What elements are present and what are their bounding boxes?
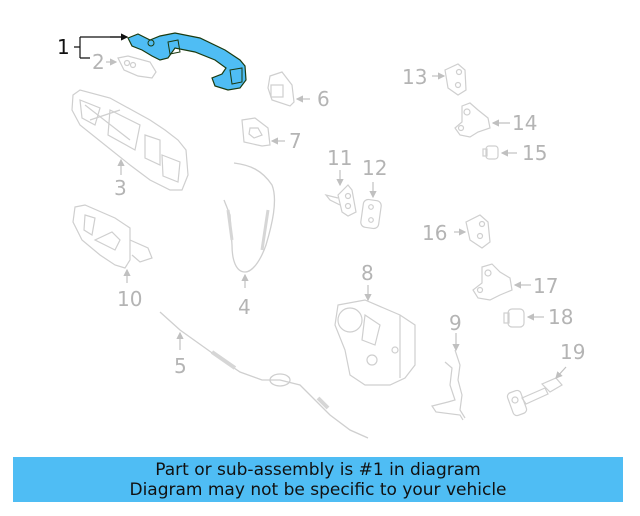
callout-3[interactable]: 3 (114, 176, 127, 200)
part-12-plate[interactable] (360, 198, 382, 230)
callout-14[interactable]: 14 (512, 111, 538, 135)
callout-16[interactable]: 16 (422, 221, 448, 245)
part-9-rod[interactable] (431, 349, 466, 421)
part-5-cable[interactable] (159, 311, 369, 439)
part-17-hinge[interactable] (472, 263, 513, 301)
part-6-bezel[interactable] (267, 71, 295, 107)
callout-8[interactable]: 8 (361, 261, 374, 285)
callout-17[interactable]: 17 (533, 274, 559, 298)
callout-19[interactable]: 19 (560, 340, 586, 364)
part-7-cap[interactable] (241, 117, 271, 147)
callout-5[interactable]: 5 (174, 354, 187, 378)
part-10-inside-handle[interactable] (72, 204, 153, 269)
part-8-door-latch[interactable] (334, 299, 416, 386)
callout-15[interactable]: 15 (522, 141, 548, 165)
callout-13[interactable]: 13 (402, 65, 428, 89)
callout-12[interactable]: 12 (362, 156, 388, 180)
callout-6[interactable]: 6 (317, 87, 330, 111)
callout-10[interactable]: 10 (117, 287, 143, 311)
callout-9[interactable]: 9 (449, 311, 462, 335)
part-19-door-check[interactable] (506, 377, 563, 417)
part-18-bushing[interactable] (503, 308, 525, 328)
part-4-cable[interactable] (223, 162, 276, 273)
info-banner: Part or sub-assembly is #1 in diagram Di… (13, 457, 623, 502)
callout-4[interactable]: 4 (238, 295, 251, 319)
part-3-handle-frame[interactable] (71, 89, 189, 191)
part-15-bushing[interactable] (482, 145, 499, 160)
callout-7[interactable]: 7 (289, 129, 302, 153)
part-14-hinge[interactable] (454, 102, 491, 138)
part-16-hinge[interactable] (465, 214, 491, 249)
callout-18[interactable]: 18 (548, 305, 574, 329)
callout-2[interactable]: 2 (92, 50, 105, 74)
callout-11[interactable]: 11 (327, 146, 353, 170)
part-13-hinge[interactable] (444, 63, 467, 96)
part-2-gasket[interactable] (117, 55, 157, 79)
banner-line-2: Diagram may not be specific to your vehi… (129, 480, 507, 500)
banner-line-1: Part or sub-assembly is #1 in diagram (155, 460, 481, 480)
part-11-hinge-pad[interactable] (324, 184, 357, 217)
callout-1[interactable]: 1 (57, 35, 70, 59)
part-1-door-handle[interactable] (127, 32, 247, 91)
